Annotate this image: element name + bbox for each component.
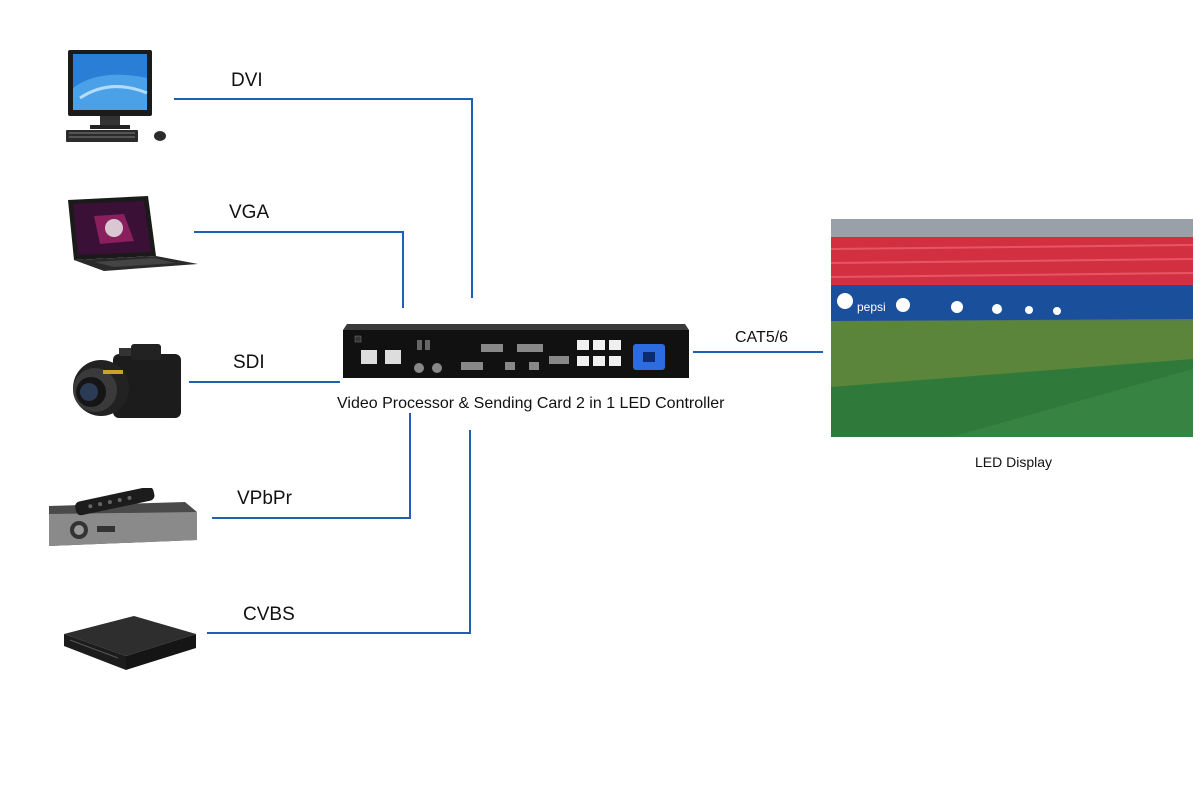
cvbs-line — [207, 430, 471, 634]
vpbpr-label: VPbPr — [237, 488, 292, 509]
vga-label: VGA — [229, 202, 270, 223]
set-top-box-icon — [49, 488, 197, 546]
camera-icon — [73, 344, 181, 418]
controller-caption: Video Processor & Sending Card 2 in 1 LE… — [337, 395, 725, 412]
sdi-label: SDI — [233, 352, 265, 373]
dvi-line — [174, 98, 473, 298]
desktop-computer-icon — [66, 50, 166, 142]
banner-text: pepsi — [857, 300, 886, 314]
laptop-icon — [68, 196, 198, 271]
vga-line — [194, 231, 404, 308]
cat-label: CAT5/6 — [735, 329, 789, 346]
led-display-photo: pepsi — [831, 219, 1193, 437]
cvbs-label: CVBS — [243, 604, 295, 625]
display-caption: LED Display — [975, 454, 1053, 470]
dvi-label: DVI — [231, 70, 263, 91]
led-controller-icon — [343, 324, 689, 378]
vpbpr-line — [212, 413, 411, 519]
dvd-player-icon — [64, 616, 196, 670]
